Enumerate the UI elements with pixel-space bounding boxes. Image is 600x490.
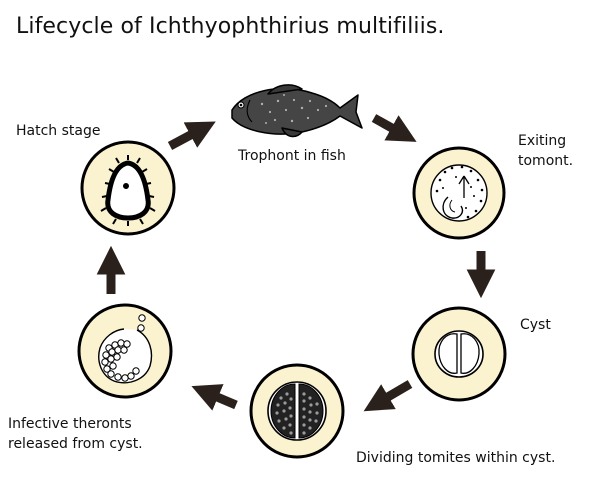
label-cyst: Cyst	[520, 317, 551, 333]
label-trophont: Trophont in fish	[238, 148, 346, 164]
arrow-trophont-to-exiting	[371, 114, 417, 142]
label-infective-line2: released from cyst.	[8, 436, 143, 452]
fish-icon	[231, 84, 363, 138]
dividing-tomites-circle	[249, 363, 345, 459]
hatch-stage-circle	[80, 140, 176, 236]
label-exiting-line2: tomont.	[518, 153, 574, 169]
label-hatch: Hatch stage	[16, 123, 101, 139]
cyst-circle	[411, 306, 507, 402]
diagram-title: Lifecycle of Ichthyophthirius multifilii…	[16, 14, 445, 39]
arrow-cyst-to-dividing	[363, 380, 413, 412]
infective-theronts-circle	[77, 303, 173, 399]
arrow-hatch-to-trophont	[167, 121, 216, 150]
label-dividing: Dividing tomites within cyst.	[356, 450, 556, 466]
label-infective-line1: Infective theronts	[8, 416, 132, 432]
label-exiting-line1: Exiting	[518, 133, 567, 149]
exiting-tomont-circle	[412, 146, 506, 240]
arrow-dividing-to-infective	[191, 384, 238, 411]
